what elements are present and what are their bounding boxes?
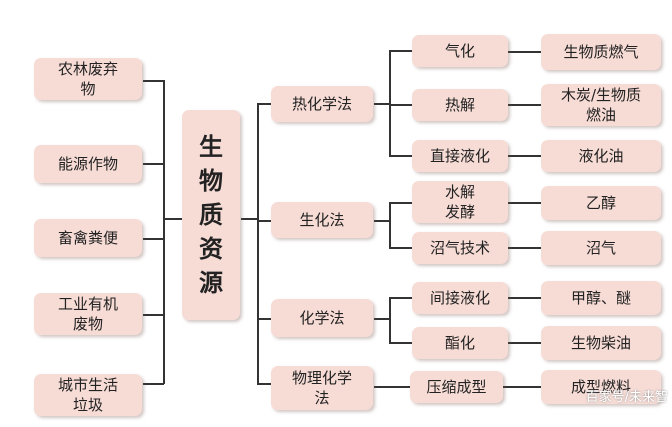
- connector: [257, 103, 271, 105]
- connector: [508, 51, 541, 53]
- product-box-liquefied-oil: 液化油: [541, 140, 661, 172]
- connector: [389, 50, 412, 52]
- process-box-direct-liquefaction: 直接液化: [412, 140, 508, 172]
- process-box-esterification: 酯化: [412, 327, 508, 359]
- center-box-biomass-resources: 生 物 质 资 源: [182, 110, 240, 320]
- product-box-methanol-ether: 甲醇、醚: [541, 281, 661, 315]
- connector: [257, 220, 271, 222]
- product-box-briquette-fuel: 成型燃料: [541, 370, 661, 404]
- process-box-hydrolysis-fermentation: 水解 发酵: [412, 181, 508, 223]
- connector: [163, 80, 165, 384]
- process-box-pyrolysis: 热解: [412, 89, 508, 121]
- connector: [389, 155, 412, 157]
- product-box-biomass-gas: 生物质燃气: [541, 34, 661, 70]
- process-box-biogas-technology: 沼气技术: [412, 232, 508, 264]
- connector: [374, 103, 390, 105]
- connector: [374, 318, 390, 320]
- connector: [241, 218, 258, 220]
- product-box-ethanol: 乙醇: [541, 186, 661, 220]
- connector: [389, 202, 412, 204]
- connector: [389, 50, 391, 156]
- connector: [143, 383, 164, 385]
- connector: [374, 220, 390, 222]
- process-box-indirect-liquefaction: 间接液化: [412, 282, 508, 314]
- connector: [389, 297, 412, 299]
- connector: [143, 80, 164, 82]
- source-box-agri-forestry-waste: 农林废弃 物: [34, 58, 142, 100]
- connector: [508, 342, 541, 344]
- method-box-physicochemical: 物理化学 法: [271, 366, 373, 410]
- connector: [508, 104, 541, 106]
- connector: [143, 163, 164, 165]
- connector: [508, 297, 541, 299]
- connector: [508, 155, 541, 157]
- connector: [257, 383, 271, 385]
- watermark-text: 百家号/未来智: [585, 390, 668, 405]
- connector: [374, 386, 410, 388]
- source-box-industrial-organic-waste: 工业有机 废物: [34, 293, 142, 335]
- method-box-biochemical: 生化法: [271, 202, 373, 238]
- product-box-biodiesel: 生物柴油: [541, 326, 661, 360]
- product-box-charcoal-bio-oil: 木炭/生物质 燃油: [541, 84, 661, 126]
- connector: [389, 297, 391, 343]
- method-box-chemical: 化学法: [271, 299, 373, 337]
- connector: [389, 104, 412, 106]
- connector: [163, 218, 182, 220]
- source-box-livestock-manure: 畜禽粪便: [34, 219, 142, 257]
- process-box-gasification: 气化: [412, 35, 508, 67]
- source-box-municipal-waste: 城市生活 垃圾: [34, 374, 142, 416]
- connector: [508, 202, 541, 204]
- connector: [503, 386, 541, 388]
- product-box-biogas: 沼气: [541, 231, 661, 265]
- process-box-compression-molding: 压缩成型: [410, 371, 503, 403]
- connector: [508, 247, 541, 249]
- connector: [143, 314, 164, 316]
- method-box-thermochemical: 热化学法: [271, 86, 373, 122]
- connector: [389, 202, 391, 248]
- connector: [257, 103, 259, 384]
- connector: [389, 342, 412, 344]
- connector: [389, 247, 412, 249]
- source-box-energy-crops: 能源作物: [34, 145, 142, 183]
- connector: [143, 238, 164, 240]
- connector: [257, 318, 271, 320]
